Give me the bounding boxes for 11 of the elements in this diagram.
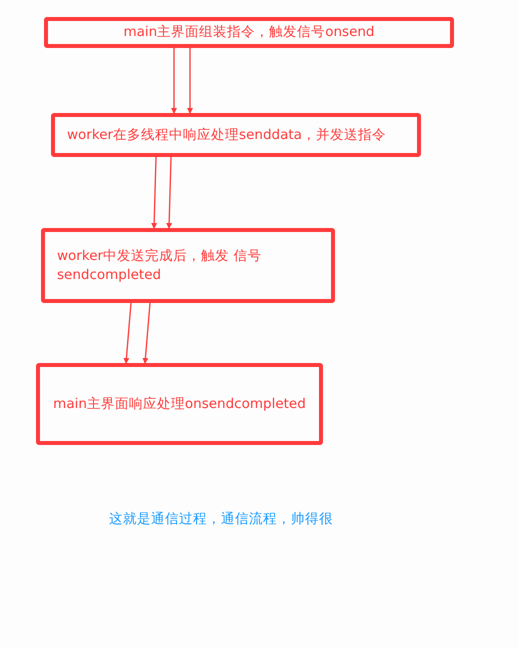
note-text: 这就是通信过程，通信流程，帅得很 (109, 510, 333, 528)
arrow (123, 302, 132, 364)
process-box: worker在多线程中响应处理senddata，并发送指令 (51, 113, 421, 157)
arrow (171, 48, 177, 114)
process-box: worker中发送完成后，触发 信号 sendcompleted (41, 228, 335, 303)
process-box: main主界面响应处理onsendcompleted (36, 363, 323, 445)
arrow (166, 156, 172, 229)
arrow (142, 302, 151, 364)
arrow (151, 156, 158, 229)
arrow (187, 48, 193, 114)
process-box: main主界面组装指令，触发信号onsend (44, 17, 454, 48)
